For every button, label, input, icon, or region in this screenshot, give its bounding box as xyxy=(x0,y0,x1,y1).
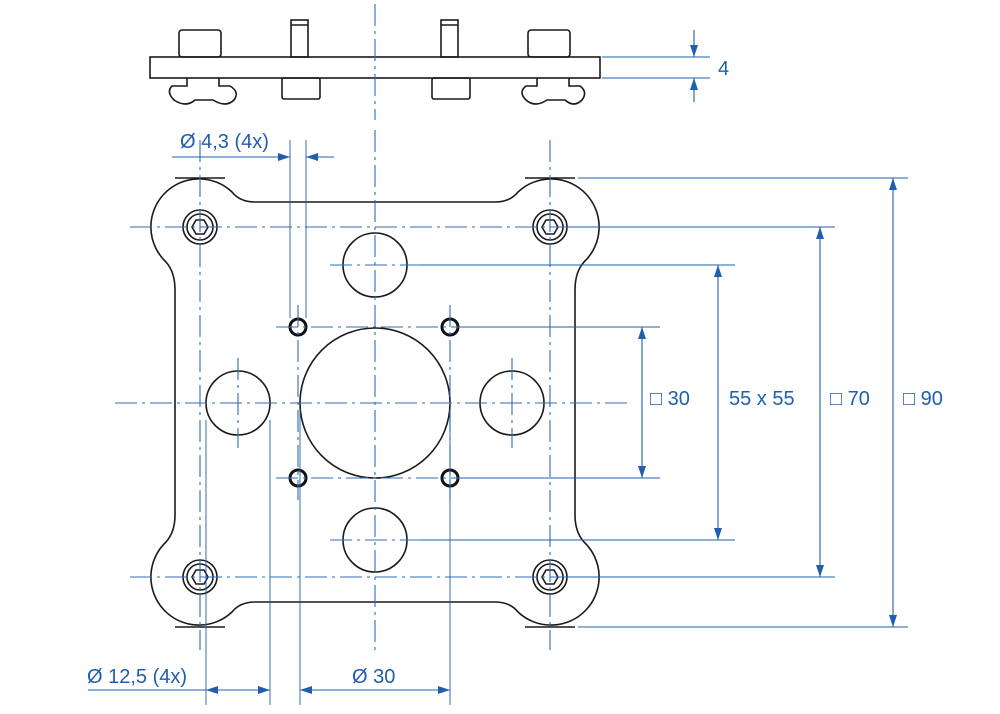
small-hole-label: Ø 4,3 (4x) xyxy=(180,131,269,153)
square-90-label: □ 90 xyxy=(903,388,943,410)
side-tnut-left xyxy=(168,78,238,105)
top-view xyxy=(115,130,630,650)
side-nut-right xyxy=(431,77,471,100)
side-pin-right xyxy=(440,19,459,58)
dim-large-hole: Ø 12,5 (4x) xyxy=(87,420,271,705)
dim-pattern-55: 55 x 55 xyxy=(420,264,795,541)
dim-square-30: □ 30 xyxy=(460,326,690,479)
dim-square-70: □ 70 xyxy=(568,226,870,578)
side-tnut-right xyxy=(521,78,586,105)
dim-square-90: □ 90 xyxy=(578,177,943,628)
square-30-label: □ 30 xyxy=(650,388,690,410)
pattern-55-label: 55 x 55 xyxy=(729,388,795,410)
dimensions: Ø 4,3 (4x) Ø 12,5 (4x) Ø 30 □ xyxy=(87,131,943,705)
large-hole-label: Ø 12,5 (4x) xyxy=(87,666,187,688)
dim-small-hole: Ø 4,3 (4x) xyxy=(172,131,334,318)
dim-center-bore: Ø 30 xyxy=(299,410,451,705)
side-pin-left xyxy=(290,19,309,58)
thickness-label: 4 xyxy=(718,58,729,80)
square-70-label: □ 70 xyxy=(830,388,870,410)
side-nut-left xyxy=(281,77,321,100)
side-screw-head-right xyxy=(527,29,571,58)
side-view: 4 xyxy=(149,4,729,120)
center-bore-label: Ø 30 xyxy=(352,666,395,688)
side-screw-head-left xyxy=(178,29,222,58)
